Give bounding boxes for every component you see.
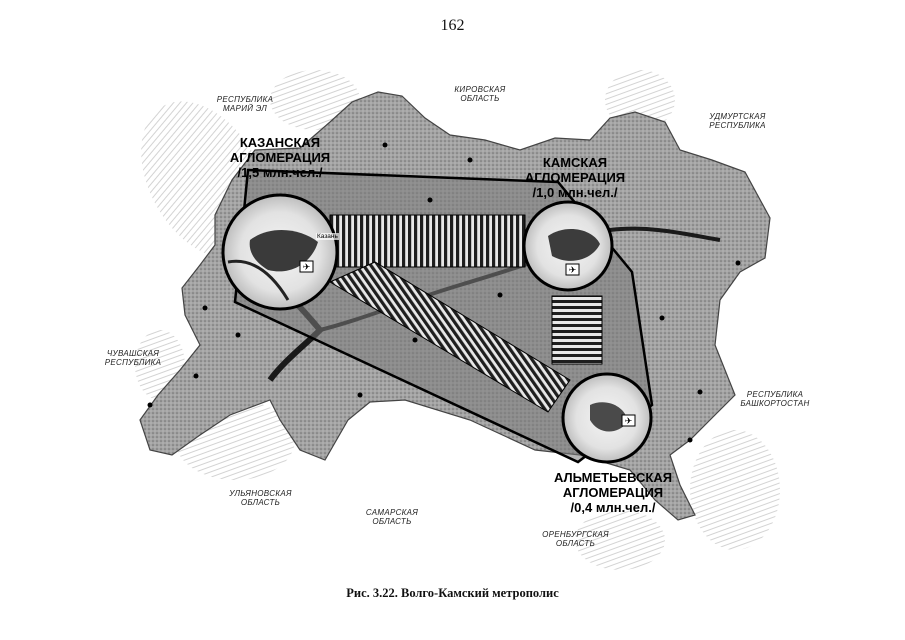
city-label-kazan: Казань [316, 233, 339, 240]
page-number: 162 [440, 17, 465, 34]
svg-text:✈: ✈ [625, 417, 633, 427]
svg-text:✈: ✈ [569, 266, 577, 276]
airplane-icon: ✈ [299, 260, 314, 273]
kazan-lens [221, 193, 339, 311]
airplane-icon: ✈ [621, 414, 636, 427]
corridor-kazan-almetyevsk [328, 261, 571, 413]
agglomeration-label-kama: КАМСКАЯ АГЛОМЕРАЦИЯ /1,0 млн.чел./ [524, 155, 626, 200]
agglomeration-label-almetyevsk: АЛЬМЕТЬЕВСКАЯ АГЛОМЕРАЦИЯ /0,4 млн.чел./ [553, 470, 673, 515]
figure-caption: Рис. 3.22. Волго-Камский метрополис [346, 586, 559, 600]
svg-text:✈: ✈ [303, 263, 311, 273]
corridor-kama-almetyevsk [551, 295, 603, 365]
kama-lens [522, 200, 614, 292]
airplane-icon: ✈ [565, 263, 580, 276]
corridor-kazan-kama [329, 214, 526, 268]
settlement-dots [147, 142, 741, 443]
agglomeration-label-kazan: КАЗАНСКАЯ АГЛОМЕРАЦИЯ /1,5 млн.чел./ [229, 135, 331, 180]
almetyevsk-lens [561, 372, 653, 464]
